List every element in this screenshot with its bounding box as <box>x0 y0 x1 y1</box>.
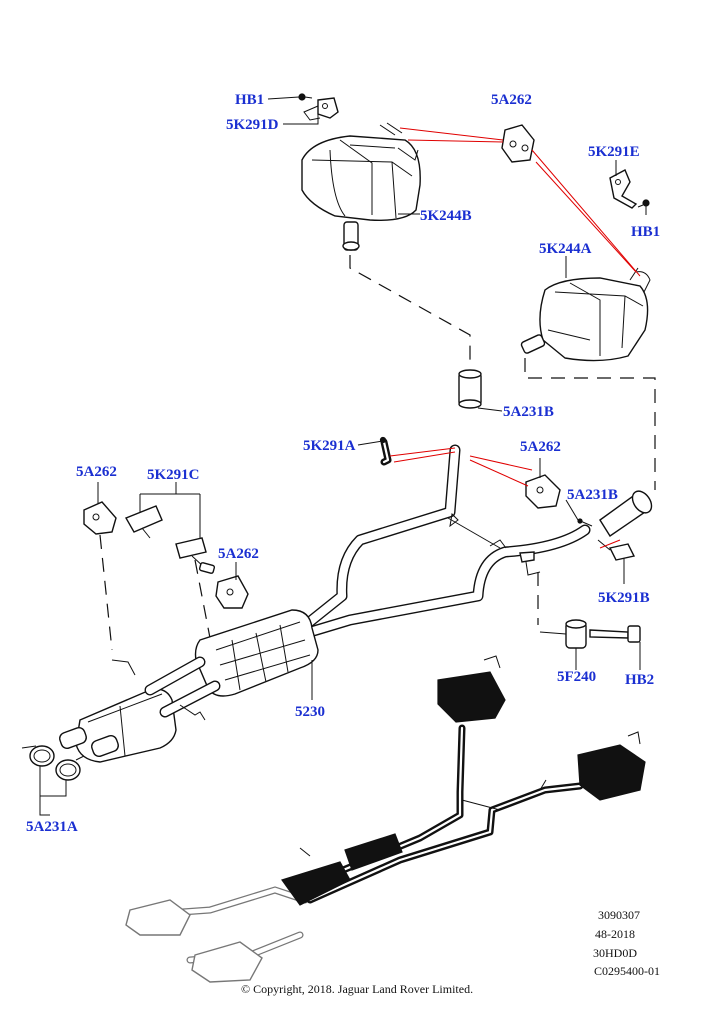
hanger-bracket-5k291d <box>303 97 339 121</box>
callout-5k244a: 5K244A <box>539 241 592 257</box>
pipe-clamp-5a231b-mid <box>577 518 593 527</box>
rubber-isolator-5a262-left <box>83 501 117 535</box>
rear-silencer-5k244b <box>301 122 421 251</box>
ref-code-1: 3090307 <box>598 908 640 922</box>
callout-5a231b-mid: 5A231B <box>567 487 618 503</box>
bolt-hb1-right <box>637 199 650 208</box>
pipe-clamps-5a231a <box>21 745 85 781</box>
hanger-bracket-5k291b <box>597 539 636 561</box>
overview-exhaust-diagram <box>125 655 646 983</box>
callout-hb2: HB2 <box>625 672 654 688</box>
rubber-isolator-5a262-top <box>501 124 535 163</box>
ref-code-2: 48-2018 <box>595 927 635 941</box>
callout-5a262-mid: 5A262 <box>520 439 561 455</box>
catalytic-converter-5230 <box>194 609 319 697</box>
pipe-clamp-5a231b-top <box>458 369 482 409</box>
callout-5a262-top: 5A262 <box>491 92 532 108</box>
callout-5k291e: 5K291E <box>588 144 640 160</box>
isolator-5f240 <box>565 619 587 649</box>
callout-5k291a: 5K291A <box>303 438 356 454</box>
callout-5k291d: 5K291D <box>226 117 279 133</box>
callout-labels: HB1 5K291D 5A262 5K291E HB1 5K244B 5K244… <box>26 92 660 835</box>
ref-code-3: 30HD0D <box>593 946 637 960</box>
callout-5a262-left: 5A262 <box>76 464 117 480</box>
dashed-assembly-lines <box>99 255 656 651</box>
hanger-bracket-5k291e <box>609 169 638 209</box>
callout-5a231a: 5A231A <box>26 819 78 835</box>
bolt-hb1-top <box>298 93 313 101</box>
hanger-bracket-5k291c <box>124 505 216 574</box>
front-silencer-assembly <box>59 656 221 763</box>
bolt-hb2 <box>589 625 641 643</box>
red-leader-lines <box>389 127 641 549</box>
rubber-isolator-5a262-left2 <box>215 575 249 609</box>
callout-hb1-right: HB1 <box>631 224 660 240</box>
callout-5k291b: 5K291B <box>598 590 650 606</box>
callout-5k244b: 5K244B <box>420 208 472 224</box>
callout-5k291c: 5K291C <box>147 467 200 483</box>
callout-5f240: 5F240 <box>557 669 596 685</box>
rubber-isolator-5a262-mid <box>525 474 561 509</box>
copyright-notice: © Copyright, 2018. Jaguar Land Rover Lim… <box>241 982 473 996</box>
callout-5a231b-top: 5A231B <box>503 404 554 420</box>
ref-code-4: C0295400-01 <box>594 964 660 978</box>
rear-silencer-5k244a <box>520 267 651 362</box>
leader-lines <box>39 96 647 816</box>
reference-codes: 3090307 48-2018 30HD0D C0295400-01 <box>593 908 660 978</box>
intermediate-pipe-assembly <box>296 444 653 638</box>
callout-hb1-top: HB1 <box>235 92 264 108</box>
callout-5a262-left2: 5A262 <box>218 546 259 562</box>
callout-5230: 5230 <box>295 704 325 720</box>
